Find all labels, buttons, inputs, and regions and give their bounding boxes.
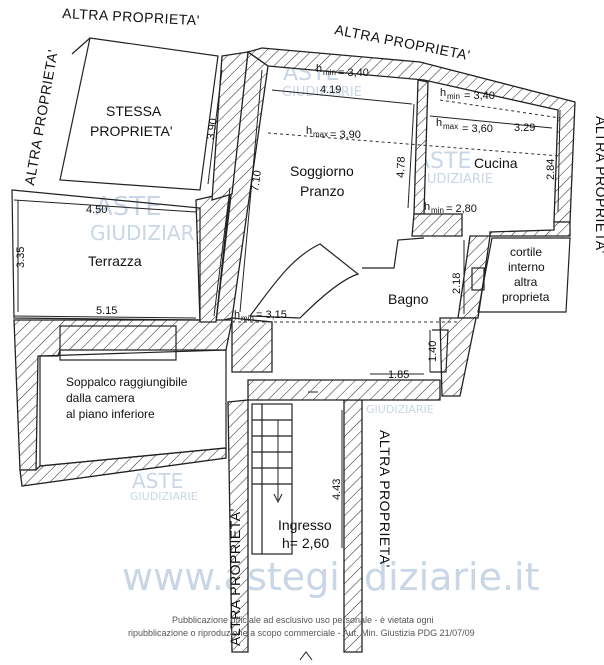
- room-soppalco-line1: Soppalco raggiungibile: [66, 375, 188, 389]
- dim-4-78: 4.78: [395, 156, 408, 178]
- dim-2-18: 2.18: [451, 273, 463, 294]
- watermark-giudiziarie-4: GIUDIZIARIE: [366, 403, 434, 416]
- room-ingresso-height: h= 2,60: [282, 535, 329, 551]
- dim-4-50: 4.50: [86, 204, 107, 216]
- svg-text:max: max: [443, 122, 458, 131]
- room-cucina: Cucina: [474, 155, 518, 171]
- stair-arrows: [273, 391, 318, 661]
- height-cucina-min: h min = 3,40: [440, 87, 495, 102]
- dashed-lines: [232, 99, 561, 323]
- svg-text:h: h: [424, 201, 430, 213]
- svg-text:h: h: [440, 87, 446, 99]
- room-ingresso: Ingresso: [278, 517, 332, 533]
- outlines: [11, 37, 571, 555]
- dim-1-40: 1.40: [427, 341, 439, 362]
- room-cortile-line4: proprieta: [502, 290, 550, 304]
- watermark-site: www.astegiudiziarie.it: [122, 555, 540, 599]
- room-cortile-line1: cortile: [510, 245, 542, 259]
- watermark-giudiziarie-1: GIUDIZIARIE: [90, 221, 213, 245]
- dim-3-29: 3.29: [514, 122, 535, 134]
- dim-3-35: 3.35: [15, 247, 27, 268]
- dimension-lines: [13, 69, 561, 548]
- room-cortile-line3: altra: [514, 275, 538, 289]
- svg-text:h: h: [306, 125, 312, 137]
- label-altra-proprieta-bottom-left: ALTRA PROPRIETA': [227, 508, 243, 646]
- svg-text:h: h: [436, 117, 442, 129]
- dim-4-43: 4.43: [331, 479, 343, 500]
- walls: [13, 47, 576, 653]
- svg-text:h: h: [234, 309, 240, 321]
- dim-4-19: 4.19: [320, 84, 341, 96]
- svg-text:= 2,80: = 2,80: [446, 203, 477, 215]
- watermark-giudiziarie-5: GIUDIZIARIE: [130, 490, 198, 503]
- height-terrazza-min: h min = 3,15: [234, 309, 287, 323]
- svg-text:min: min: [447, 92, 460, 101]
- svg-text:max: max: [313, 130, 328, 139]
- room-soggiorno-line1: Soggiorno: [290, 163, 354, 179]
- dim-5-15: 5.15: [96, 305, 117, 317]
- svg-text:= 3,40: = 3,40: [464, 90, 495, 102]
- dim-3-90: 3.90: [205, 118, 220, 141]
- room-stessa-line2: PROPRIETA': [90, 123, 173, 139]
- dim-1-85: 1.85: [388, 369, 409, 381]
- dim-2-84: 2.84: [545, 159, 557, 180]
- room-cortile-line2: interno: [508, 260, 545, 274]
- dim-7-10: 7.10: [249, 170, 264, 193]
- watermark-aste-5: ASTE: [132, 469, 183, 493]
- label-altra-proprieta-bottom-right: ALTRA PROPRIETA': [377, 430, 393, 568]
- svg-text:min: min: [323, 68, 336, 77]
- height-soggiorno-min: h min = 3,40: [316, 63, 369, 79]
- svg-text:min: min: [431, 206, 444, 215]
- height-soggiorno-max: h max = 3,90: [306, 125, 361, 141]
- entry-arrow-icon: [299, 651, 313, 661]
- room-terrazza: Terrazza: [88, 253, 142, 269]
- label-altra-proprieta-right: ALTRA PROPRIETA': [593, 116, 604, 254]
- svg-text:= 3,90: = 3,90: [330, 129, 361, 141]
- height-cucina-max: h max = 3,60: [436, 117, 493, 135]
- watermark-giudiziarie-2: GIUDIZIARIE: [282, 85, 362, 100]
- room-soppalco-line2: dalla camera: [66, 391, 135, 405]
- room-soppalco-line3: al piano inferiore: [66, 407, 155, 421]
- watermark-giudiziarie-3: GIUDIZIARIE: [413, 172, 493, 187]
- svg-text:= 3,60: = 3,60: [462, 123, 493, 135]
- label-altra-proprieta-top-left: ALTRA PROPRIETA': [62, 5, 200, 28]
- svg-text:= 3,40: = 3,40: [338, 67, 369, 79]
- footer-line-2: ripubblicazione o riproduzione a scopo c…: [128, 628, 475, 638]
- svg-text:min: min: [241, 314, 254, 323]
- room-soggiorno-line2: Pranzo: [300, 183, 345, 199]
- room-stessa-line1: STESSA: [106, 103, 162, 119]
- room-bagno: Bagno: [388, 291, 429, 307]
- footer-line-1: Pubblicazione ufficiale ad esclusivo uso…: [172, 615, 434, 625]
- svg-text:h: h: [316, 63, 322, 75]
- height-cucina-min-2: h min = 2,80: [424, 201, 477, 215]
- watermark-aste-1: ASTE: [95, 192, 162, 222]
- svg-text:= 3,15: = 3,15: [256, 309, 287, 321]
- label-altra-proprieta-left: ALTRA PROPRIETA': [21, 48, 61, 186]
